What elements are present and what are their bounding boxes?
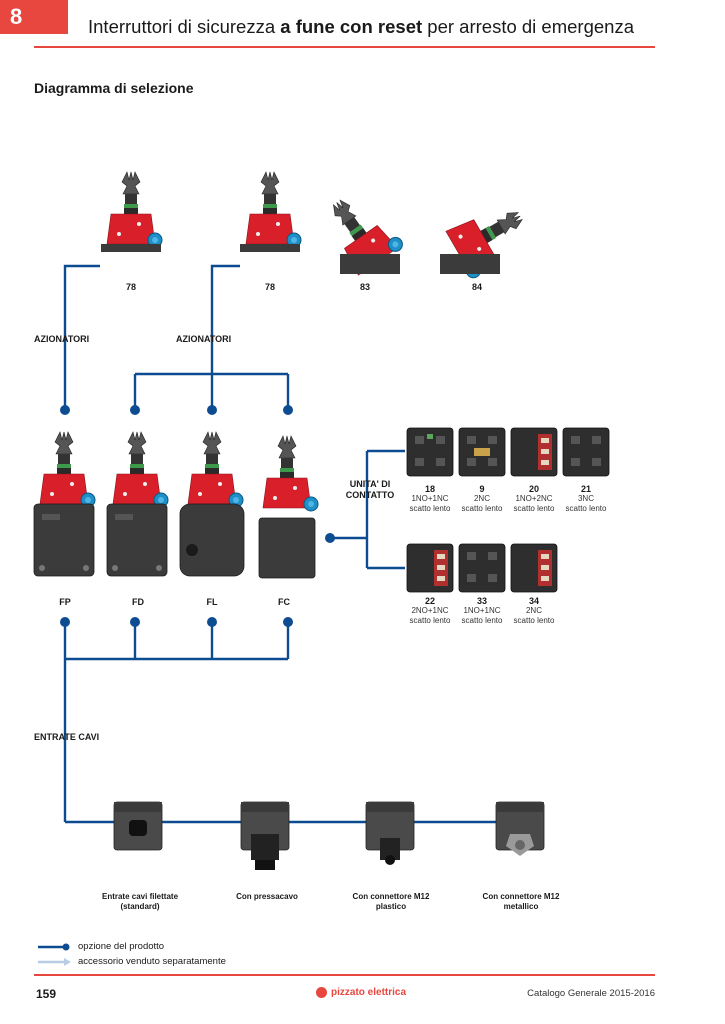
cable-entry-label-line1: Entrate cavi filettate xyxy=(101,892,179,901)
actuator-label: 78 xyxy=(264,282,275,292)
contact-unit-code: 21 xyxy=(580,484,591,494)
contact-unit-code: 18 xyxy=(424,484,435,494)
contact-unit-sub: scatto lento xyxy=(409,616,451,625)
page-number: 159 xyxy=(36,987,57,1001)
body-label: FC xyxy=(278,597,290,607)
legend-accessory-text: accessorio venduto separatamente xyxy=(78,956,226,967)
contact-unit-sub: scatto lento xyxy=(513,504,555,513)
legend-accessory: accessorio venduto separatamente xyxy=(70,956,226,967)
cable-entry-label-line1: Con connettore M12 xyxy=(352,892,430,901)
cable-entry-label-line2: metallico xyxy=(503,902,539,911)
chapter-tab: 8 xyxy=(0,0,68,34)
contact-unit-21 xyxy=(562,427,610,477)
cable-entry-gland xyxy=(240,801,290,870)
contact-unit-22 xyxy=(406,543,454,593)
title-pre: Interruttori di sicurezza xyxy=(88,16,281,37)
actuator-label: 78 xyxy=(125,282,136,292)
body-label: FD xyxy=(132,597,144,607)
actuators-heading-left: AZIONATORI xyxy=(34,334,90,344)
legend-option-text: opzione del prodotto xyxy=(78,941,165,952)
cable-entry-m12-plastic xyxy=(365,801,415,865)
section-title: Diagramma di selezione xyxy=(34,80,194,96)
switch-fc xyxy=(258,435,319,579)
contact-unit-18 xyxy=(406,427,454,477)
contact-unit-34 xyxy=(510,543,558,593)
cable-entry-label-line2: plastico xyxy=(375,902,407,911)
legend-option: opzione del prodotto xyxy=(70,941,164,952)
cable-entry-label-line1: Con connettore M12 xyxy=(482,892,560,901)
cable-entries-heading: ENTRATE CAVI xyxy=(34,732,100,742)
actuators-heading-right: AZIONATORI xyxy=(176,334,232,344)
contact-unit-spec: 2NC xyxy=(525,606,542,615)
contact-unit-sub: scatto lento xyxy=(461,616,503,625)
actuator-83-base xyxy=(340,254,400,274)
contact-unit-sub: scatto lento xyxy=(513,616,555,625)
actuator-84-base xyxy=(440,254,500,274)
cable-entry-label-line2: (standard) xyxy=(120,902,160,911)
cable-entry-label-line1: Con pressacavo xyxy=(236,892,298,901)
body-label: FP xyxy=(59,597,71,607)
contact-unit-code: 34 xyxy=(528,596,539,606)
brand-logo: pizzato elettrica xyxy=(316,987,406,998)
contact-unit-sub: scatto lento xyxy=(461,504,503,513)
contact-unit-sub: scatto lento xyxy=(565,504,607,513)
contact-unit-code: 9 xyxy=(479,484,485,494)
legend-accessory-line xyxy=(38,958,71,966)
cable-entry-label: Entrate cavi filettate(standard) xyxy=(85,892,195,912)
contact-unit-spec: 1NO+2NC xyxy=(515,494,553,503)
cable-entry-label: Con pressacavo xyxy=(212,892,322,902)
legend-option-line xyxy=(38,943,70,951)
actuator-78-b xyxy=(240,171,302,252)
contact-unit-spec: 3NC xyxy=(577,494,594,503)
contact-units-heading: UNITA' DI CONTATTO xyxy=(340,479,400,501)
footer-rule xyxy=(34,974,655,976)
contact-unit-33 xyxy=(458,543,506,593)
switch-fd xyxy=(106,431,169,577)
contact-unit-sub: scatto lento xyxy=(409,504,451,513)
title-bold: a fune con reset xyxy=(280,16,423,37)
contact-unit-code: 22 xyxy=(424,596,435,606)
brand-icon xyxy=(316,987,327,998)
cable-entry-threaded xyxy=(113,801,163,851)
contact-unit-spec: 2NO+1NC xyxy=(411,606,449,615)
catalog-edition: Catalogo Generale 2015-2016 xyxy=(527,988,655,999)
contact-unit-spec: 1NO+1NC xyxy=(463,606,501,615)
contact-units-heading-line2: CONTATTO xyxy=(345,490,395,500)
contact-unit-20 xyxy=(510,427,558,477)
switch-fp xyxy=(33,431,96,577)
contact-unit-spec: 1NO+1NC xyxy=(411,494,449,503)
actuator-label: 84 xyxy=(471,282,482,292)
body-label: FL xyxy=(206,597,218,607)
page-title: Interruttori di sicurezza a fune con res… xyxy=(88,16,634,38)
title-post: per arresto di emergenza xyxy=(422,16,634,37)
contact-unit-code: 20 xyxy=(528,484,539,494)
contact-units-heading-line1: UNITA' DI xyxy=(349,479,391,489)
brand-name: pizzato elettrica xyxy=(331,987,407,998)
actuator-78-a xyxy=(101,171,163,252)
contact-unit-9 xyxy=(458,427,506,477)
actuator-label: 83 xyxy=(359,282,370,292)
connector-dots xyxy=(60,405,335,627)
header-rule xyxy=(34,46,655,48)
cable-entry-m12-metal xyxy=(495,801,545,856)
contact-unit-spec: 2NC xyxy=(473,494,490,503)
switch-fl xyxy=(179,431,245,577)
contact-unit-code: 33 xyxy=(476,596,487,606)
